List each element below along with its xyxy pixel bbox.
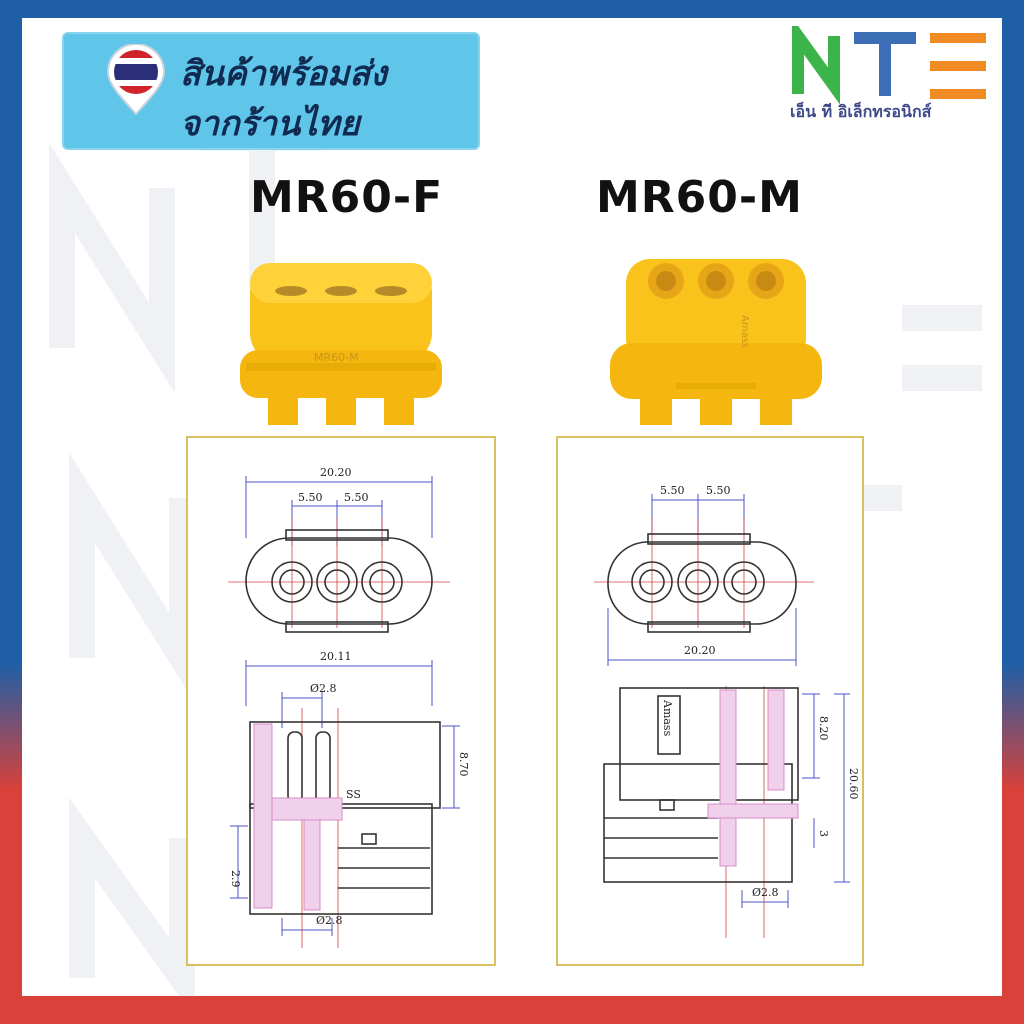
f-dim-pin-dia: Ø2.8 [310, 682, 337, 695]
mr60-f-drawing-panel: 20.20 5.50 5.50 20.11 Ø2.8 8.70 2.9 Ø2.8… [186, 436, 496, 966]
m-dim-pitch-left: 5.50 [660, 484, 685, 497]
f-dim-height: 8.70 [457, 752, 470, 777]
mr60-m-drawing-panel: 5.50 5.50 20.20 Amass 8.20 20.60 3 Ø2.8 [556, 436, 864, 966]
f-dim-length: 20.11 [320, 650, 352, 663]
title-mr60-m: MR60-M [596, 172, 803, 223]
mr60-f-technical-drawing: 20.20 5.50 5.50 20.11 Ø2.8 8.70 2.9 Ø2.8… [228, 466, 470, 948]
f-mark-ss: SS [346, 788, 361, 801]
m-dim-bottom-dia: Ø2.8 [752, 886, 779, 899]
logo-subtitle: เอ็น ที อิเล็กทรอนิกส์ [790, 102, 932, 121]
f-dim-width-top: 20.20 [320, 466, 352, 479]
m-dim-width-bottom: 20.20 [684, 644, 716, 657]
mr60-m-body-text: Amass [739, 315, 750, 348]
title-mr60-f: MR60-F [250, 172, 444, 223]
mr60-m-technical-drawing: 5.50 5.50 20.20 Amass 8.20 20.60 3 Ø2.8 [594, 484, 860, 938]
mr60-f-connector-image: MR60-M [240, 263, 442, 425]
banner-line-2: จากร้านไทย [180, 104, 360, 144]
nte-logo [792, 26, 986, 105]
mr60-m-connector-image: Amass [610, 259, 822, 425]
thai-flag-pin-icon [106, 44, 166, 116]
f-dim-bottom-dia: Ø2.8 [316, 914, 343, 927]
m-dim-small: 3 [817, 830, 830, 837]
m-dim-height-total: 20.60 [847, 768, 860, 800]
f-dim-side: 2.9 [229, 870, 242, 888]
mr60-f-body-text: MR60-M [314, 351, 359, 364]
m-brand-text: Amass [661, 699, 674, 737]
f-dim-pitch-right: 5.50 [344, 491, 369, 504]
f-dim-pitch-left: 5.50 [298, 491, 323, 504]
m-dim-height-top: 8.20 [817, 716, 830, 741]
m-dim-pitch-right: 5.50 [706, 484, 731, 497]
banner-line-1: สินค้าพร้อมส่ง [180, 54, 387, 94]
